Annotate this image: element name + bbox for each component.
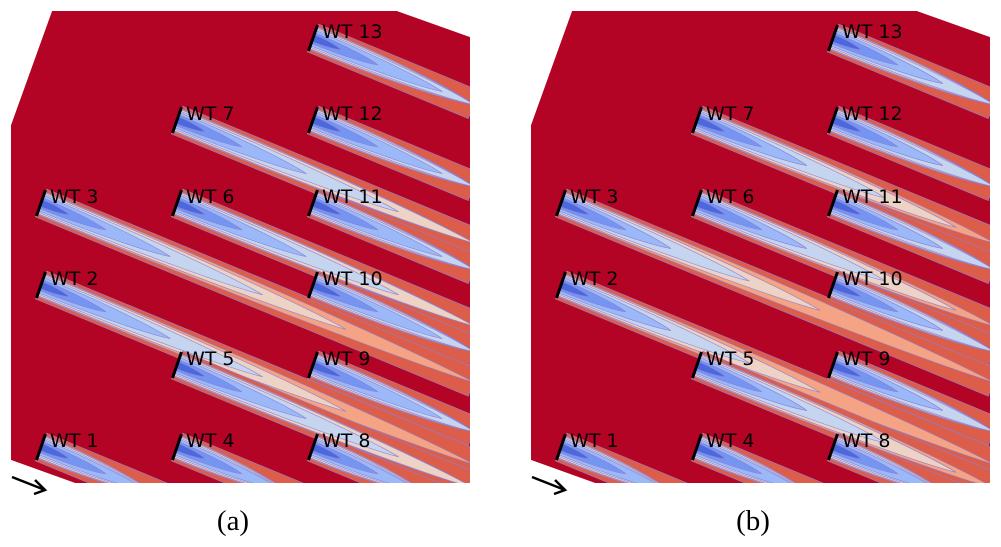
turbine-rotor-icon (307, 271, 319, 299)
velocity-field (531, 11, 990, 483)
turbine-rotor-icon (35, 189, 47, 217)
wake-13 (826, 23, 990, 119)
turbine-rotor-icon (827, 24, 839, 52)
wake-5 (690, 350, 990, 483)
turbine-label: WT 11 (322, 186, 383, 208)
turbine-label: WT 13 (842, 21, 903, 43)
turbine-label: WT 5 (186, 348, 235, 370)
wake-12 (306, 105, 470, 201)
turbine-label: WT 6 (706, 186, 755, 208)
panel-caption: (b) (736, 505, 770, 537)
turbine-rotor-icon (827, 189, 839, 217)
wake-9 (826, 350, 990, 446)
wake-11 (306, 188, 470, 284)
wake-10 (826, 270, 990, 366)
turbine-rotor-icon (691, 351, 703, 379)
turbine-label: WT 2 (50, 268, 99, 290)
turbine-rotor-icon (827, 351, 839, 379)
wake-6 (690, 188, 990, 341)
turbine-rotor-icon (827, 433, 839, 461)
turbine-label: WT 1 (570, 430, 619, 452)
wind-direction-arrow-icon (531, 475, 568, 496)
turbine-rotor-icon (307, 24, 319, 52)
turbine-label: WT 11 (842, 186, 903, 208)
turbine-label: WT 9 (842, 348, 891, 370)
wake-1 (554, 432, 688, 483)
turbine-rotor-icon (827, 106, 839, 134)
turbine-rotor-icon (171, 106, 183, 134)
wake-7 (690, 105, 990, 258)
turbine-label: WT 12 (322, 103, 383, 125)
turbine-label: WT 10 (842, 268, 903, 290)
turbine-rotor-icon (307, 189, 319, 217)
turbine-label: WT 10 (322, 268, 383, 290)
turbine-rotor-icon (555, 271, 567, 299)
turbine-rotor-icon (307, 351, 319, 379)
wake-9 (306, 350, 470, 446)
turbine-label: WT 7 (706, 103, 755, 125)
turbine-label: WT 9 (322, 348, 371, 370)
wake-3 (34, 188, 470, 397)
wake-3 (554, 188, 990, 397)
turbine-label: WT 6 (186, 186, 235, 208)
turbine-label: WT 4 (186, 430, 235, 452)
wake-8 (826, 432, 960, 483)
wake-5 (170, 350, 470, 483)
turbine-rotor-icon (691, 433, 703, 461)
turbine-rotor-icon (307, 433, 319, 461)
wake-7 (170, 105, 470, 258)
turbine-label: WT 8 (842, 430, 891, 452)
wake-8 (306, 432, 440, 483)
turbine-rotor-icon (691, 106, 703, 134)
wake-13 (306, 23, 470, 119)
panel-b: WT 1 WT 2 WT 3 WT 4 WT 5 WT 6 WT 7 WT 8 WT 9 WT 1… (531, 11, 990, 537)
turbine-rotor-icon (35, 271, 47, 299)
wake-4 (690, 432, 824, 483)
wake-12 (826, 105, 990, 201)
wake-4 (170, 432, 304, 483)
turbine-label: WT 1 (50, 430, 99, 452)
turbine-rotor-icon (555, 189, 567, 217)
turbine-rotor-icon (171, 189, 183, 217)
turbine-label: WT 2 (570, 268, 619, 290)
turbine-label: WT 12 (842, 103, 903, 125)
turbine-label: WT 7 (186, 103, 235, 125)
turbine-rotor-icon (171, 351, 183, 379)
wake-2 (554, 270, 990, 479)
wake-6 (170, 188, 470, 341)
wake-1 (34, 432, 168, 483)
wake-2 (34, 270, 470, 479)
panel-a: WT 1 WT 2 WT 3 WT 4 WT 5 WT 6 WT 7 WT 8 WT 9 WT 1… (11, 11, 470, 537)
turbine-label: WT 3 (570, 186, 619, 208)
turbine-label: WT 8 (322, 430, 371, 452)
turbine-label: WT 13 (322, 21, 383, 43)
turbine-label: WT 3 (50, 186, 99, 208)
wind-direction-arrow-icon (11, 475, 48, 496)
panel-caption: (a) (217, 505, 249, 537)
turbine-label: WT 4 (706, 430, 755, 452)
turbine-rotor-icon (691, 189, 703, 217)
turbine-rotor-icon (827, 271, 839, 299)
turbine-label: WT 5 (706, 348, 755, 370)
turbine-rotor-icon (555, 433, 567, 461)
wake-11 (826, 188, 990, 284)
turbine-rotor-icon (171, 433, 183, 461)
velocity-field (11, 11, 470, 483)
turbine-rotor-icon (307, 106, 319, 134)
turbine-rotor-icon (35, 433, 47, 461)
